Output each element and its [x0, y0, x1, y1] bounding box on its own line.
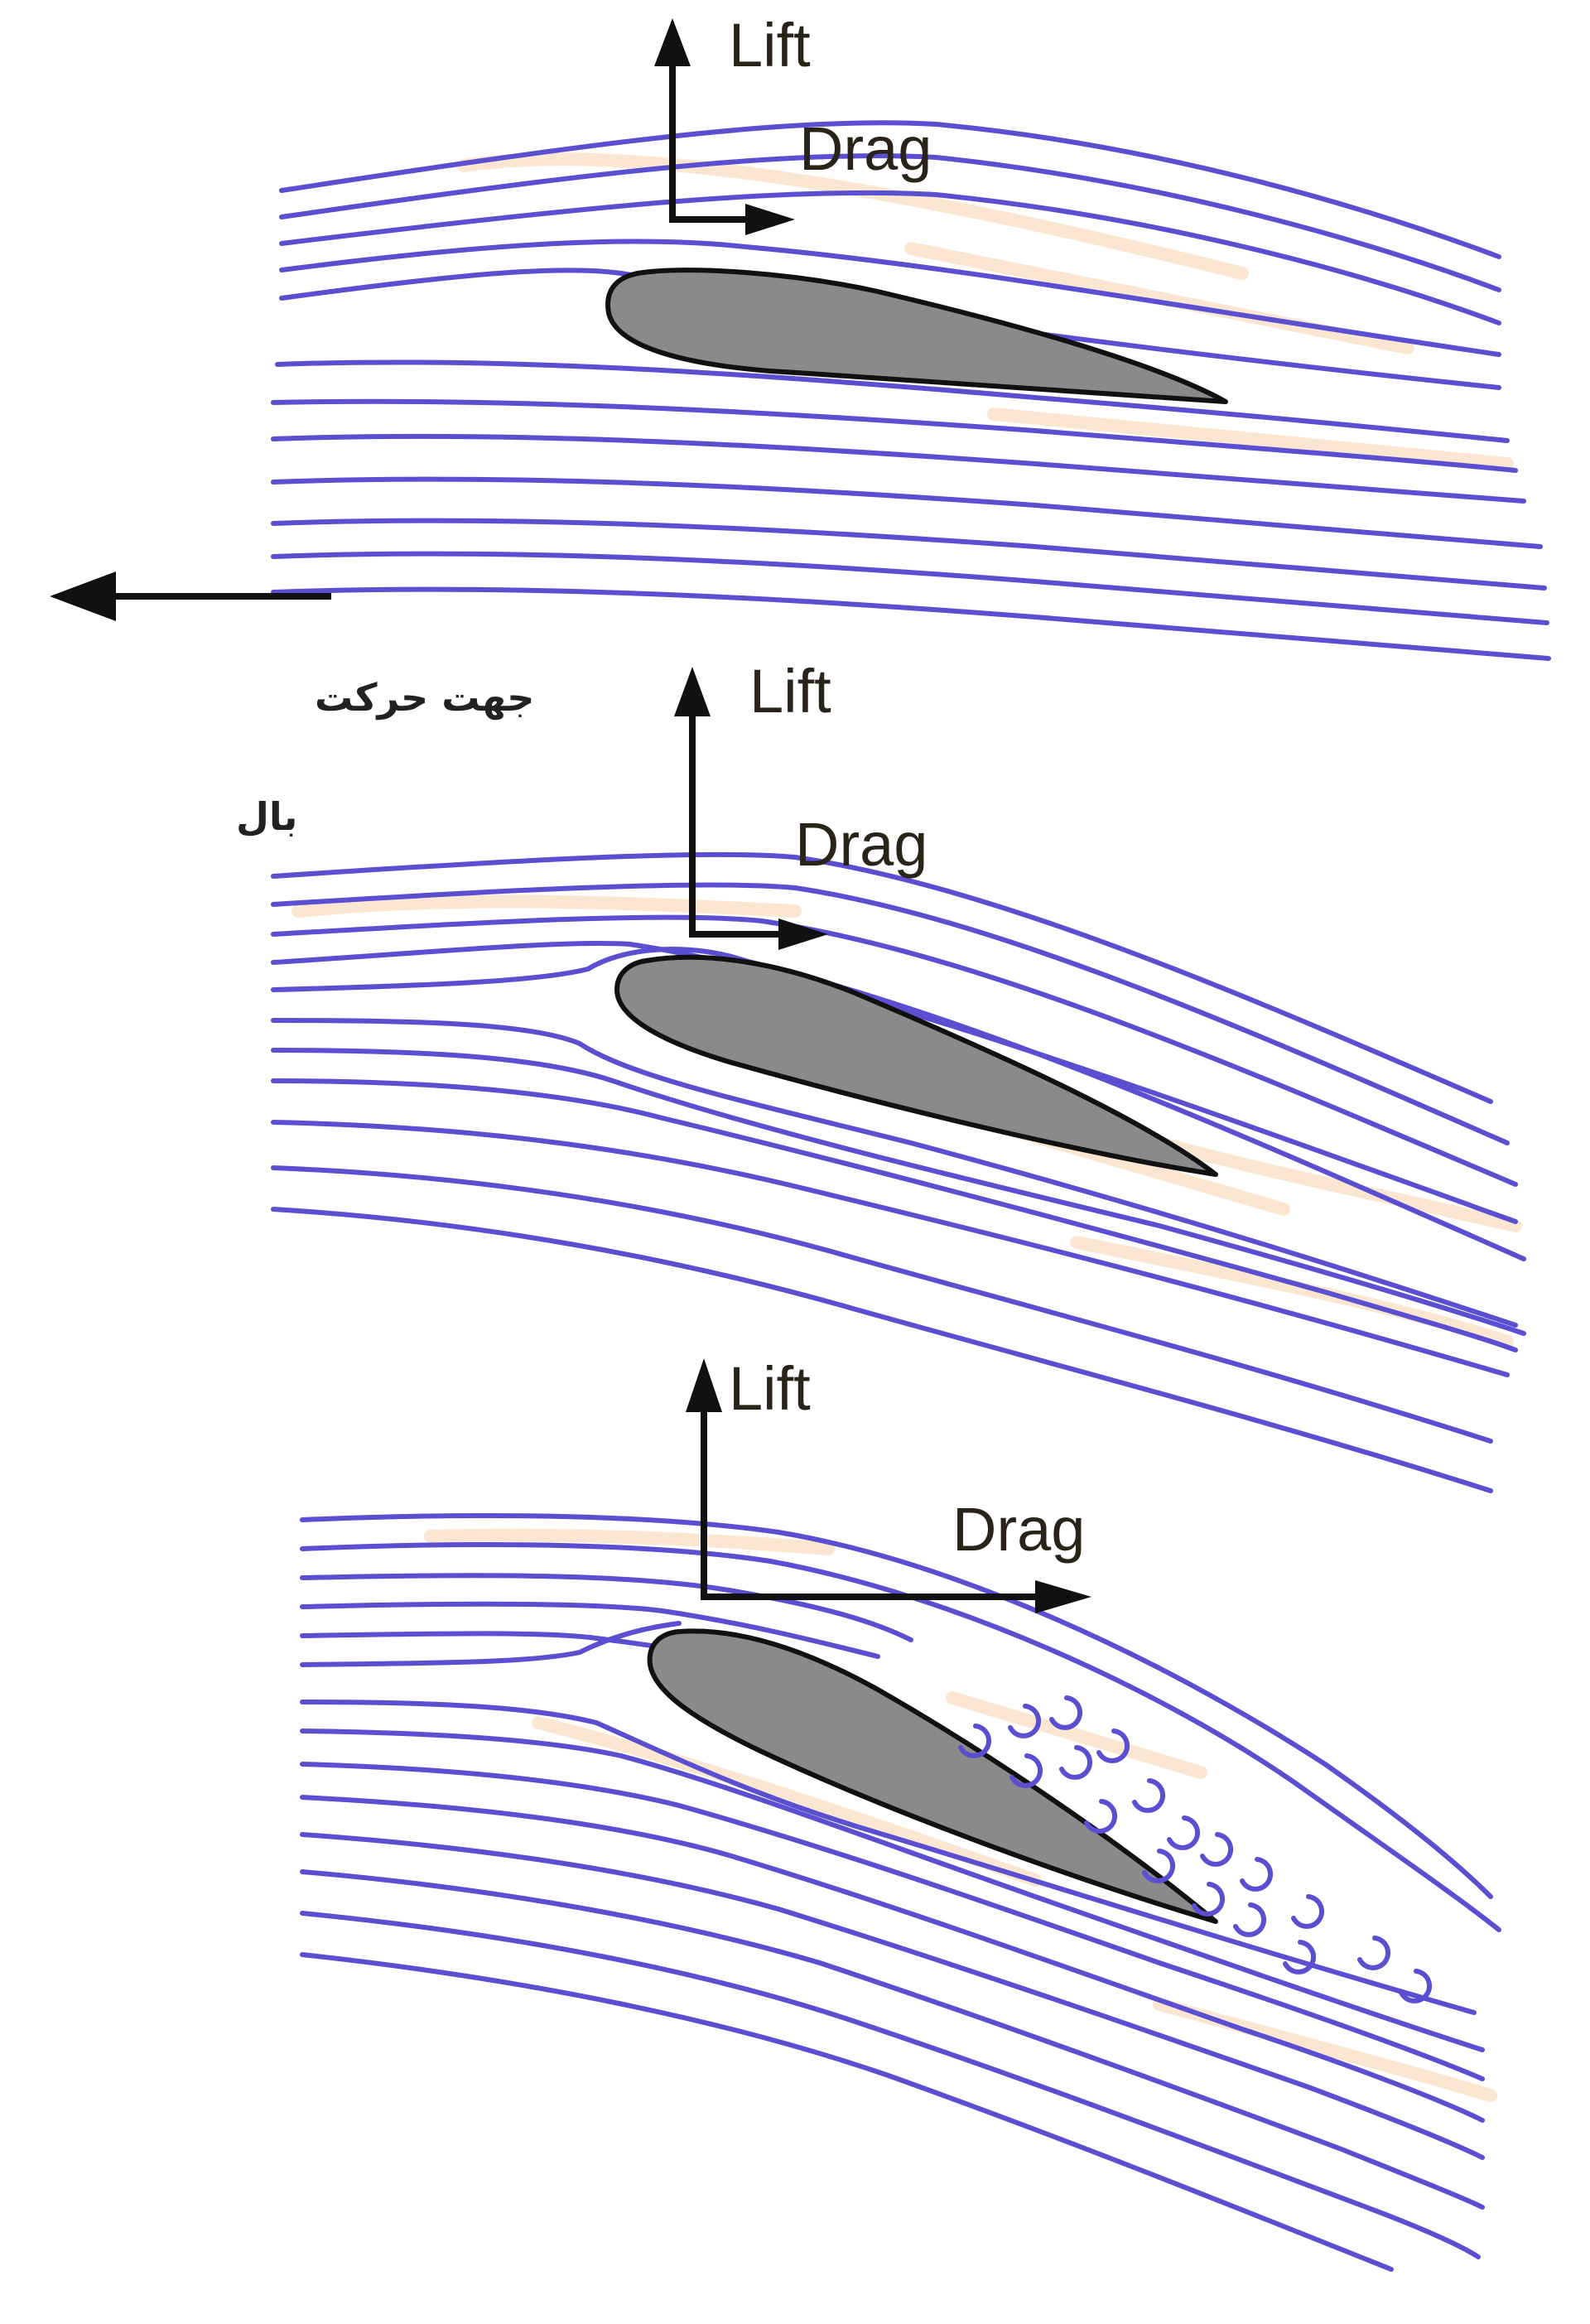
arrow-up-icon: [674, 667, 711, 716]
streamlines: [271, 851, 1526, 1493]
airfoil-shape: [647, 1628, 1218, 1924]
streamline-halos: [457, 152, 1514, 470]
streamlines: [271, 120, 1551, 661]
direction-caption-line1: جهت حرکت: [315, 675, 534, 720]
vortex: [1084, 1799, 1118, 1834]
lift-label: Lift: [749, 657, 831, 726]
vortex: [1049, 1695, 1083, 1730]
lift-vector: [686, 1358, 722, 1597]
streamlines: [300, 1513, 1501, 2272]
vortex: [1009, 1753, 1043, 1788]
vortex: [1291, 1894, 1325, 1929]
arrow-up-icon: [686, 1358, 722, 1412]
vortex: [1283, 1940, 1317, 1974]
lift-label: Lift: [729, 11, 811, 80]
drag-label: Drag: [799, 114, 932, 183]
drag-label: Drag: [795, 810, 928, 879]
lift-vector: [654, 18, 691, 219]
airfoil-shape: [614, 954, 1218, 1177]
drag-vector: [689, 919, 828, 950]
vortex: [1240, 1857, 1274, 1892]
vortex: [1059, 1745, 1093, 1780]
vortex: [1132, 1778, 1166, 1813]
vortex: [1192, 1882, 1226, 1917]
panel-medium-angle: Lift Drag: [271, 657, 1526, 1493]
panel-low-angle: Lift Drag: [271, 11, 1551, 661]
vortex: [1167, 1815, 1201, 1850]
drag-vector: [701, 1580, 1091, 1613]
direction-indicator: جهت حرکت بال: [50, 571, 534, 839]
arrow-up-icon: [654, 18, 691, 66]
turbulent-wake: [958, 1695, 1433, 2003]
vortex: [1200, 1832, 1234, 1867]
arrow-left-icon: [50, 571, 116, 621]
arrow-right-icon: [778, 919, 828, 950]
lift-vector: [674, 667, 711, 934]
vortex: [1142, 1849, 1176, 1883]
vortex: [1399, 1969, 1433, 2003]
drag-label: Drag: [952, 1495, 1085, 1564]
vortex: [958, 1724, 992, 1758]
vortex: [1357, 1936, 1391, 1970]
vortex: [1008, 1704, 1042, 1738]
direction-caption-line2: بال: [236, 794, 297, 839]
lift-label: Lift: [729, 1354, 811, 1423]
panel-high-angle: Lift Drag: [300, 1354, 1501, 2272]
vortex: [1233, 1902, 1267, 1937]
vortex: [1096, 1729, 1130, 1763]
arrow-right-icon: [745, 204, 795, 235]
airfoil-shape: [605, 268, 1228, 404]
arrow-right-icon: [1035, 1580, 1091, 1613]
drag-vector: [669, 204, 795, 235]
